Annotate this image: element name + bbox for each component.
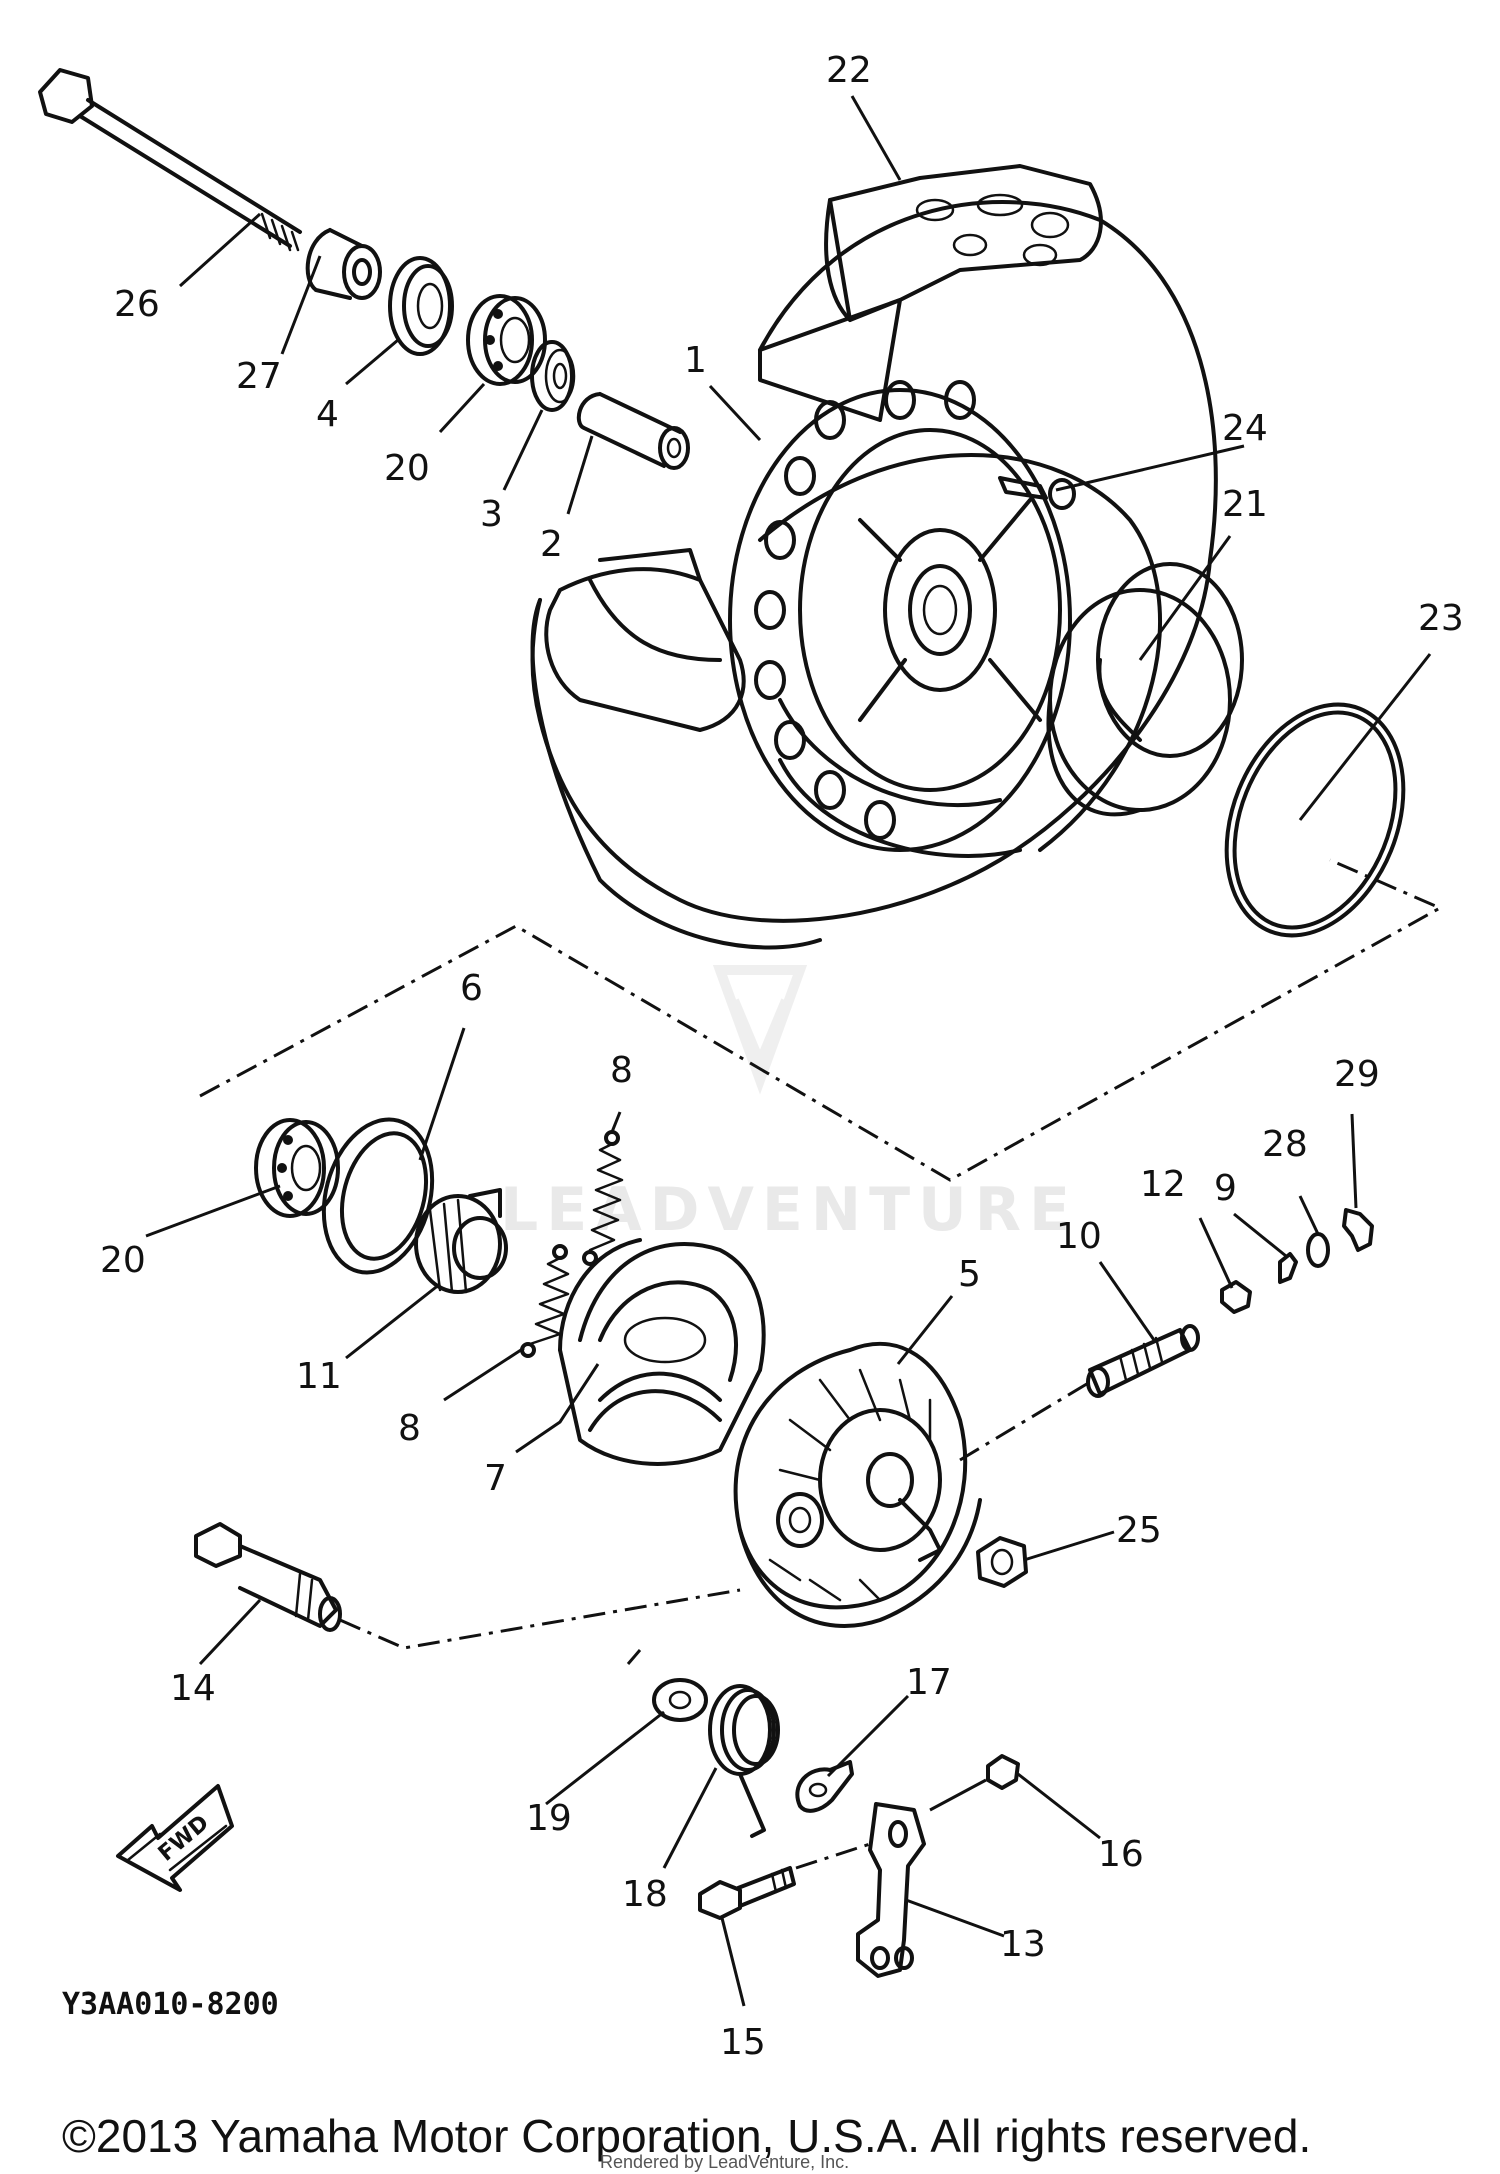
part-12-nut [1220,1280,1252,1314]
callout-7: 7 [484,1458,507,1499]
callout-28: 28 [1262,1124,1308,1165]
callout-23: 23 [1418,598,1464,639]
part-2-spacer [576,392,690,470]
callout-26: 26 [114,284,160,325]
part-14-pivot-shaft [194,1522,342,1632]
callout-19: 19 [526,1798,572,1839]
part-23-o-ring [1224,702,1406,938]
part-21-brake-drum-band [1046,562,1244,817]
leader-lines [145,95,1432,2007]
callout-18: 18 [622,1874,668,1915]
callout-5: 5 [958,1254,981,1295]
part-4-oil-seal [388,256,454,356]
part-5-brake-panel [733,1341,982,1628]
callout-1: 1 [684,340,707,381]
part-7-brake-shoes [558,1238,766,1466]
part-3-spacer-flange [530,340,576,412]
part-17-wear-indicator [795,1760,854,1813]
part-29-clip [1342,1208,1374,1252]
assembly-line-camshaft [959,1380,1091,1462]
callout-13: 13 [1000,1924,1046,1965]
callout-2: 2 [540,524,563,565]
assembly-line-nut [929,1778,987,1812]
part-26-axle-bolt [38,68,302,252]
callout-10: 10 [1056,1216,1102,1257]
part-22-tire [530,164,1218,950]
rendered-by-notice: Rendered by LeadVenture, Inc. [600,2152,849,2172]
part-1-wheel-rim [728,380,1072,852]
callout-9: 9 [1214,1168,1237,1209]
part-15-bolt [698,1866,796,1920]
callout-12: 12 [1140,1164,1186,1205]
callout-27: 27 [236,356,282,397]
part-9-washer [1278,1252,1298,1284]
callout-16: 16 [1098,1834,1144,1875]
part-11-drive-gear [414,1188,508,1294]
callout-4: 4 [316,394,339,435]
callout-14: 14 [170,1668,216,1709]
copyright-notice: ©2013 Yamaha Motor Corporation, U.S.A. A… [62,2110,1311,2162]
part-27-collar [305,228,382,300]
callout-17: 17 [906,1662,952,1703]
callout-25: 25 [1116,1510,1162,1551]
callout-8-upper: 8 [610,1050,633,1091]
part-24-valve [998,476,1076,510]
part-13-cam-lever [856,1802,926,1978]
forward-direction-arrow-icon: FWD [116,1784,234,1892]
assembly-line-lever [626,1649,642,1665]
watermark-logo [712,965,808,1095]
watermark-text: LEADVENTURE [500,1175,1078,1245]
callout-24: 24 [1222,408,1268,449]
part-20-bearing-upper [466,294,547,386]
callout-22: 22 [826,50,872,91]
callout-8-lower: 8 [398,1408,421,1449]
assembly-line-shaft [339,1588,741,1650]
callout-labels: 22 26 27 4 20 3 2 1 24 21 23 6 8 20 11 8… [100,50,1464,2063]
callout-3: 3 [480,494,503,535]
callout-20-lower: 20 [100,1240,146,1281]
callout-21: 21 [1222,484,1268,525]
callout-20-upper: 20 [384,448,430,489]
part-28-washer [1306,1232,1330,1268]
part-16-nut [986,1754,1020,1790]
callout-29: 29 [1334,1054,1380,1095]
part-10-camshaft [1086,1324,1200,1398]
callout-15: 15 [720,2022,766,2063]
part-20-bearing-lower [254,1118,340,1218]
assembly-line-hub [199,858,1444,1182]
assembly-line-bolt [795,1842,871,1870]
part-19-washer [652,1678,708,1722]
part-25-axle-nut [976,1536,1028,1588]
part-8-spring-upper [582,1130,624,1266]
callout-6: 6 [460,968,483,1009]
callout-11: 11 [296,1356,342,1397]
diagram-code: Y3AA010-8200 [62,1987,279,2022]
part-18-return-spring [708,1684,780,1838]
